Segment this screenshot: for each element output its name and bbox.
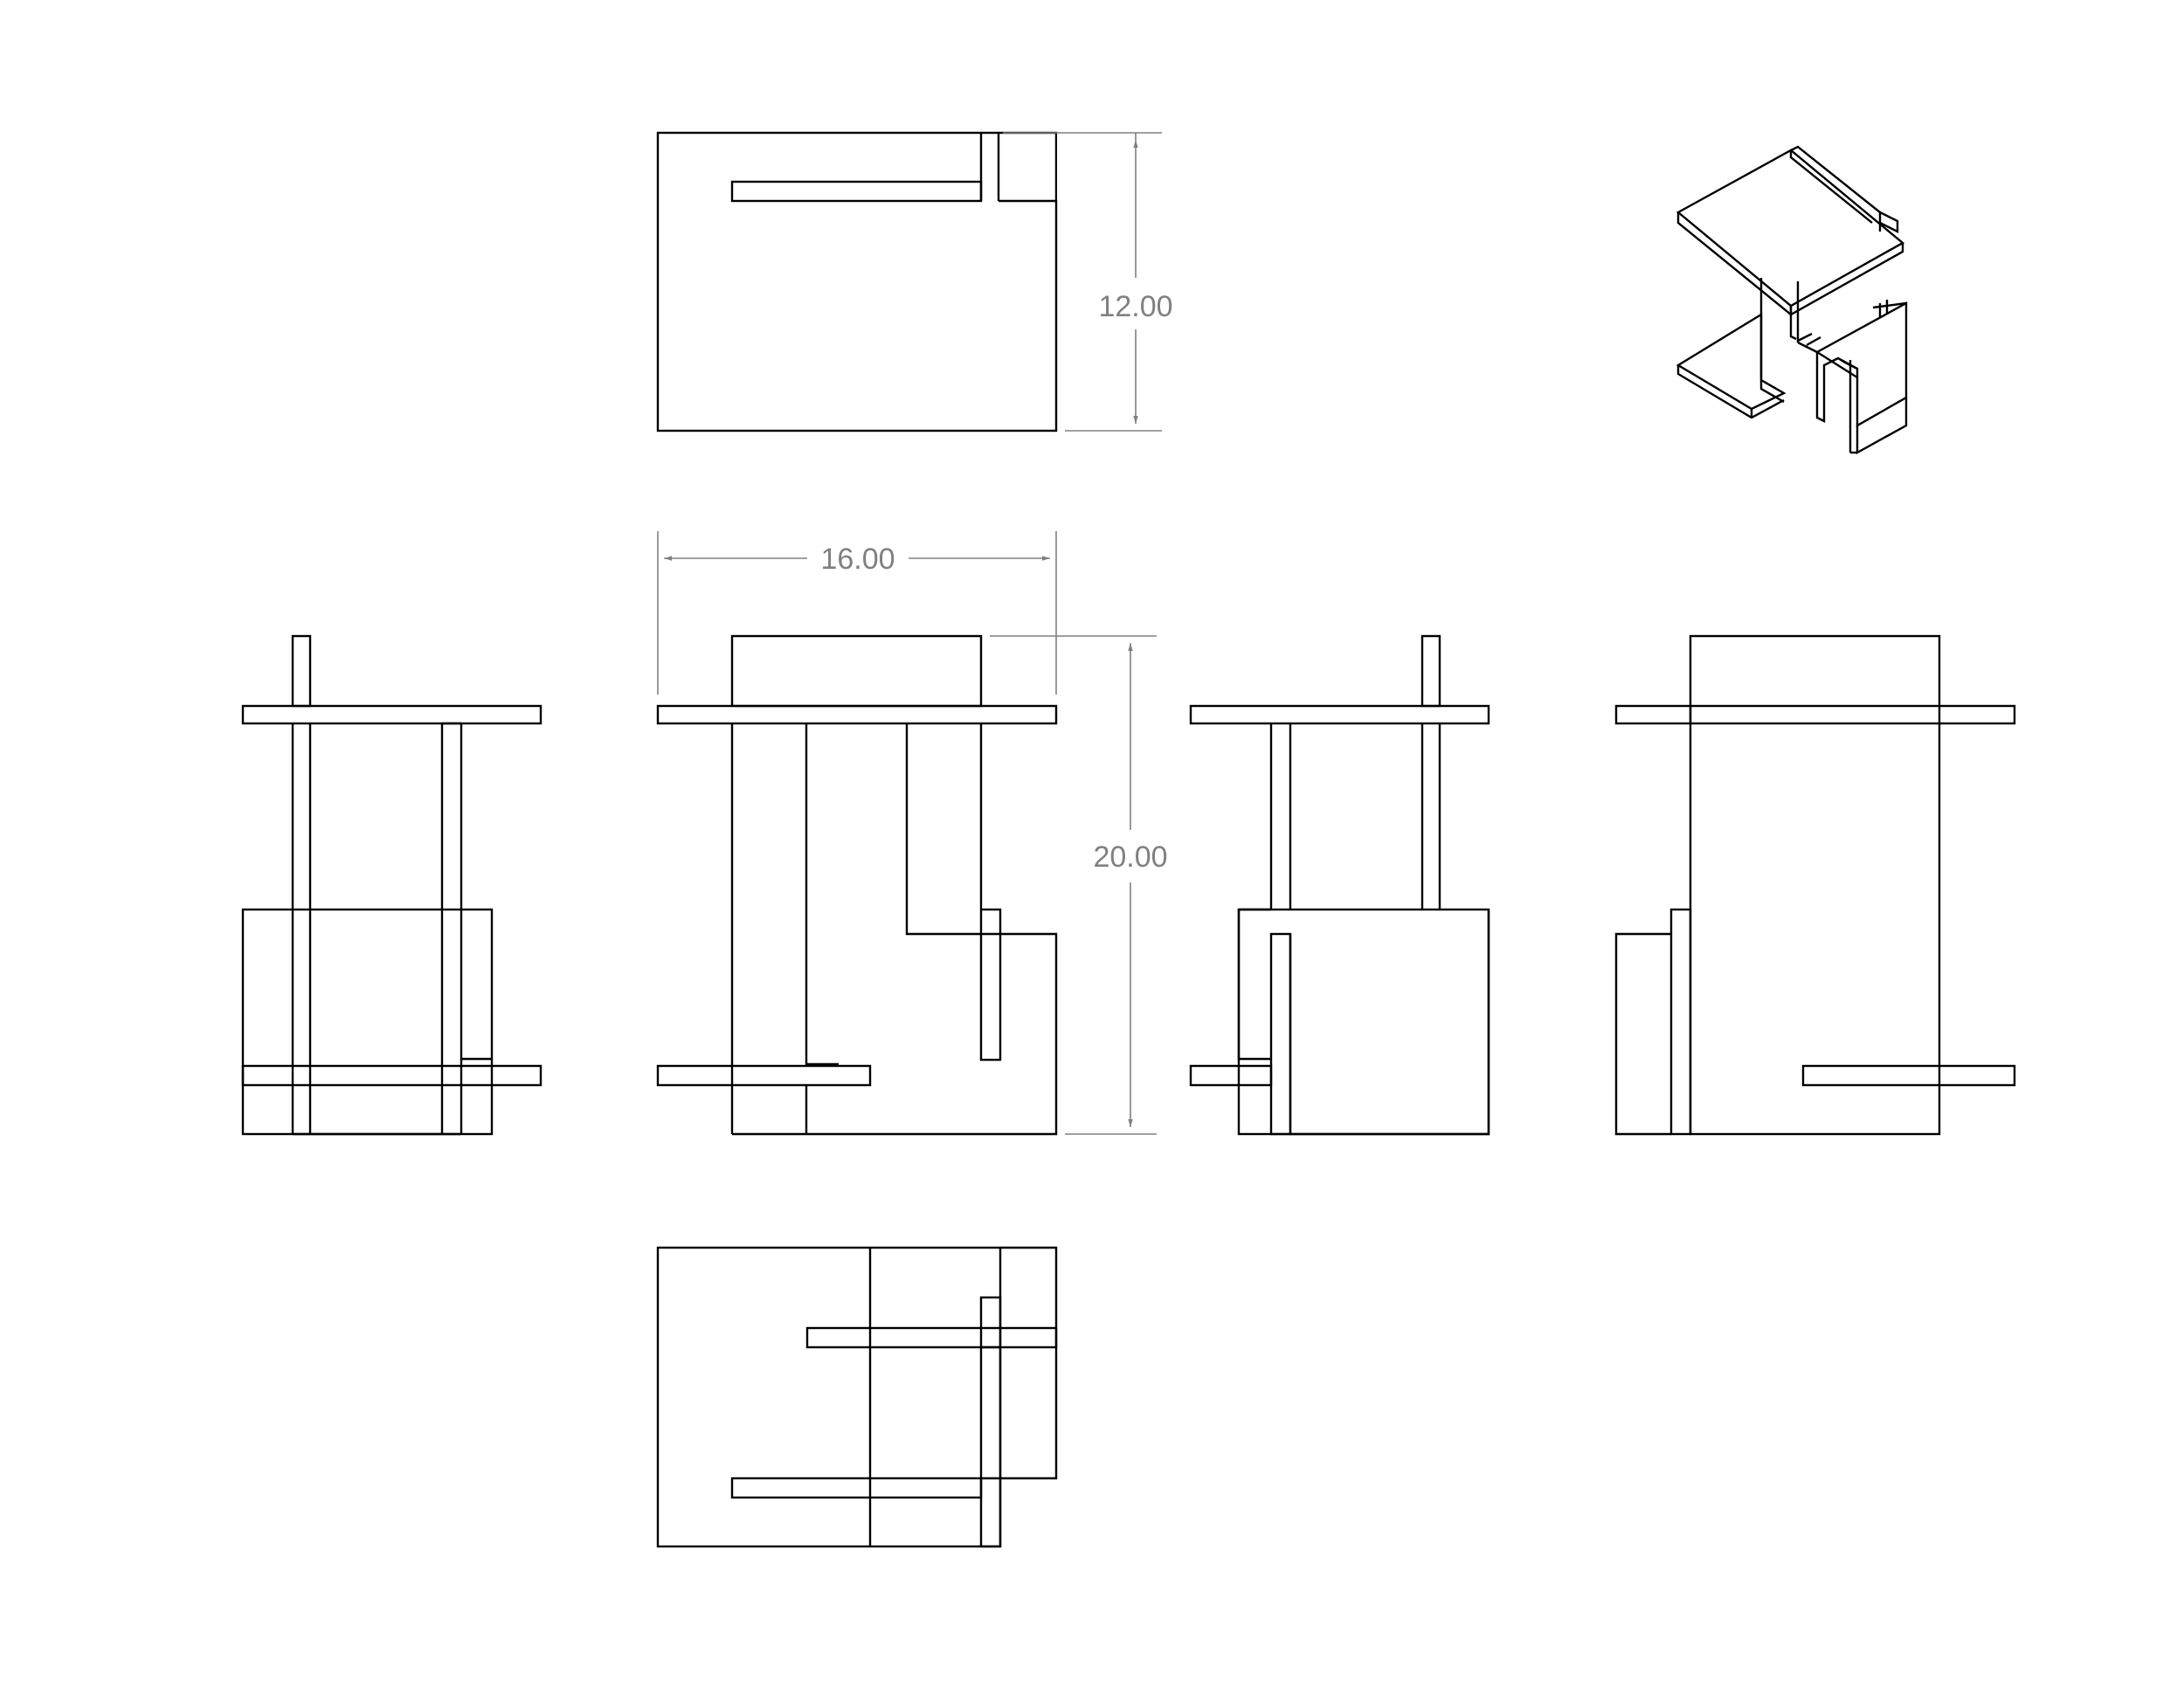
dimension-width: 16.00 xyxy=(657,531,1057,695)
dimension-depth-label: 12.00 xyxy=(1098,290,1172,323)
right-view xyxy=(1189,634,1490,1136)
bottom-view xyxy=(656,1246,1058,1548)
isometric-view xyxy=(1676,145,1908,455)
top-view xyxy=(656,131,1109,432)
rear-view xyxy=(1614,634,2016,1136)
left-view xyxy=(241,634,543,1136)
dimension-width-label: 16.00 xyxy=(820,543,895,576)
dimension-depth: 12.00 xyxy=(1003,132,1173,432)
dimension-height: 20.00 xyxy=(990,635,1168,1135)
dimension-height-label: 20.00 xyxy=(1093,841,1167,874)
front-view xyxy=(656,634,1058,1136)
